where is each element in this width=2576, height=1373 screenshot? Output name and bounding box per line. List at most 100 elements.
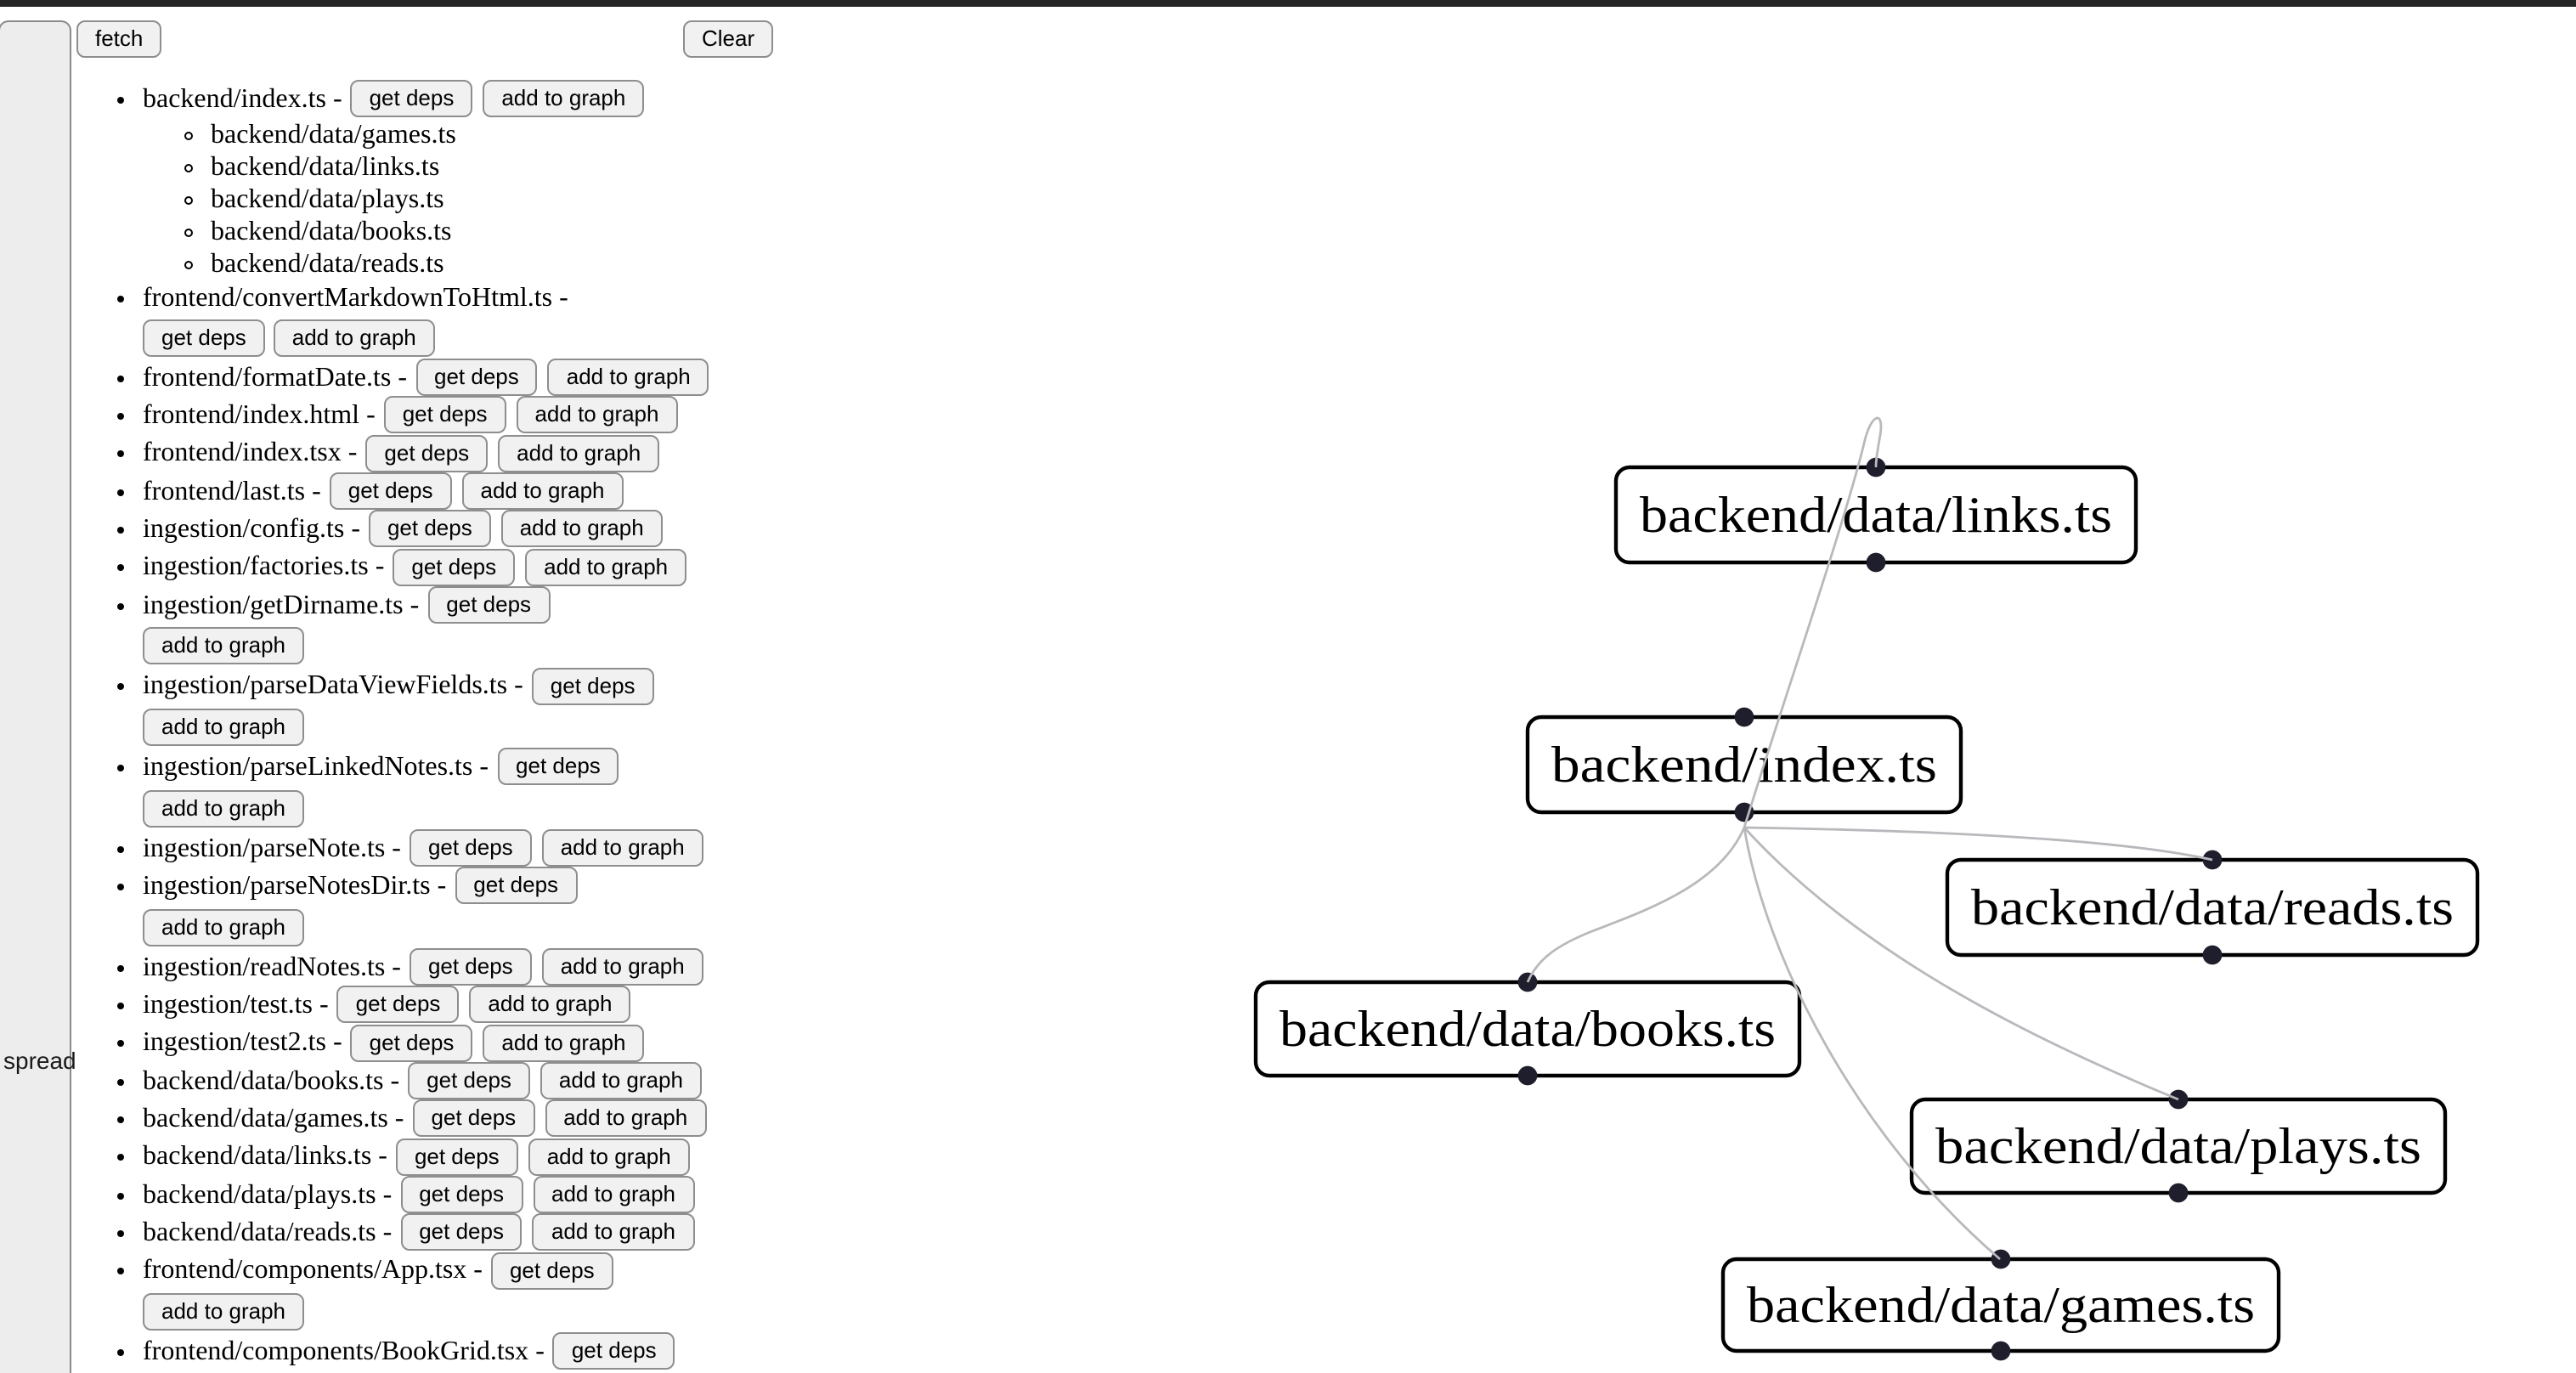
graph-node-label: backend/data/links.ts [1640,487,2112,543]
get-deps-button[interactable]: get deps [365,434,489,472]
get-deps-button[interactable]: get deps [412,1099,535,1138]
add-to-graph-button[interactable]: add to graph [545,1099,707,1138]
file-name: frontend/convertMarkdownToHtml.ts [143,284,553,314]
get-deps-button[interactable]: get deps [395,1138,518,1176]
get-deps-button[interactable]: get deps [350,80,473,118]
graph-node-box[interactable] [1909,1097,2448,1195]
file-name: frontend/components/App.tsx [143,1256,467,1285]
file-name: frontend/components/BookGrid.tsx [143,1336,529,1366]
get-deps-button[interactable]: get deps [400,1213,523,1252]
graph-node-label: backend/data/plays.ts [1935,1118,2421,1174]
file-name: backend/data/books.ts [143,1066,384,1096]
add-to-graph-button[interactable]: add to graph [483,80,645,118]
clear-button[interactable]: Clear [683,20,774,58]
add-to-graph-button[interactable]: add to graph [143,627,305,665]
wrapped-button-line: add to graph [143,908,792,946]
add-to-graph-button[interactable]: add to graph [541,828,703,867]
graph-node-index[interactable]: backend/index.ts [1525,707,1963,822]
file-name: ingestion/config.ts [143,514,345,544]
left-sidebar: spread [0,20,76,1373]
node-port-bottom [1517,1065,1538,1086]
get-deps-button[interactable]: get deps [368,510,491,548]
graph-node-box[interactable] [1945,857,2480,958]
graph-node-links[interactable]: backend/data/links.ts [1613,457,2138,573]
get-deps-button[interactable]: get deps [383,396,506,434]
add-to-graph-button[interactable]: add to graph [532,1213,694,1252]
add-to-graph-button[interactable]: add to graph [143,708,305,746]
fetch-button[interactable]: fetch [76,20,162,58]
dependency-item: backend/data/reads.ts [211,249,792,281]
get-deps-button[interactable]: get deps [408,1061,530,1099]
graph-node-box[interactable] [1525,715,1963,815]
file-name: ingestion/parseLinkedNotes.ts [143,752,473,782]
node-port-bottom [2168,1183,2189,1203]
add-to-graph-button[interactable]: add to graph [547,358,709,396]
add-to-graph-button[interactable]: add to graph [461,472,624,510]
graph-edge-index-books [1526,827,1746,983]
get-deps-button[interactable]: get deps [336,986,460,1024]
file-name: frontend/index.html [143,400,360,430]
file-name: ingestion/parseNotesDir.ts [143,871,431,901]
wrapped-button-line: add to graph [143,627,792,665]
get-deps-button[interactable]: get deps [393,548,516,586]
node-port-bottom [2202,945,2223,965]
add-to-graph-button[interactable]: add to graph [533,1175,695,1213]
graph-node-books[interactable]: backend/data/books.ts [1253,972,1802,1086]
graph-node-box[interactable] [1720,1257,2281,1353]
get-deps-button[interactable]: get deps [400,1175,523,1213]
graph-node-box[interactable] [1253,980,1802,1078]
get-deps-button[interactable]: get deps [552,1332,675,1370]
get-deps-button[interactable]: get deps [455,867,578,905]
graph-node-label: backend/data/games.ts [1747,1277,2255,1333]
add-to-graph-button[interactable]: add to graph [528,1138,690,1176]
file-name: ingestion/getDirname.ts [143,590,404,620]
get-deps-button[interactable]: get deps [409,828,532,867]
graph-node-box[interactable] [1613,465,2138,565]
file-name: backend/index.ts [143,85,326,114]
get-deps-button[interactable]: get deps [415,358,538,396]
add-to-graph-button[interactable]: add to graph [143,908,305,946]
graph-node-games[interactable]: backend/data/games.ts [1720,1249,2281,1361]
get-deps-button[interactable]: get deps [350,1024,473,1062]
file-name: ingestion/readNotes.ts [143,952,386,982]
get-deps-button[interactable]: get deps [531,667,654,705]
add-to-graph-button[interactable]: add to graph [498,434,660,472]
get-deps-button[interactable]: get deps [427,585,551,624]
get-deps-button[interactable]: get deps [497,748,619,786]
get-deps-button[interactable]: get deps [143,319,265,357]
add-to-graph-button[interactable]: add to graph [525,548,687,586]
add-to-graph-button[interactable]: add to graph [516,396,678,434]
dependency-list: backend/data/games.tsbackend/data/links.… [143,120,792,281]
add-to-graph-button[interactable]: add to graph [541,947,703,986]
get-deps-button[interactable]: get deps [490,1252,613,1290]
graph-node-reads[interactable]: backend/data/reads.ts [1945,850,2480,965]
node-port-top [1991,1249,2011,1269]
add-to-graph-button[interactable]: add to graph [500,510,663,548]
add-to-graph-button[interactable]: add to graph [273,319,435,357]
node-port-bottom [1991,1341,2011,1361]
get-deps-button[interactable]: get deps [409,947,532,986]
add-to-graph-button[interactable]: add to graph [469,986,631,1024]
graph-edge-index-links [1743,416,1883,828]
add-to-graph-button[interactable]: add to graph [483,1024,645,1062]
add-to-graph-button[interactable]: add to graph [143,789,305,828]
add-to-graph-button[interactable]: add to graph [143,1292,305,1331]
add-to-graph-button[interactable]: add to graph [539,1061,702,1099]
graph-node-plays[interactable]: backend/data/plays.ts [1909,1089,2448,1203]
get-deps-button[interactable]: get deps [329,472,452,510]
file-name: frontend/index.tsx [143,438,342,468]
